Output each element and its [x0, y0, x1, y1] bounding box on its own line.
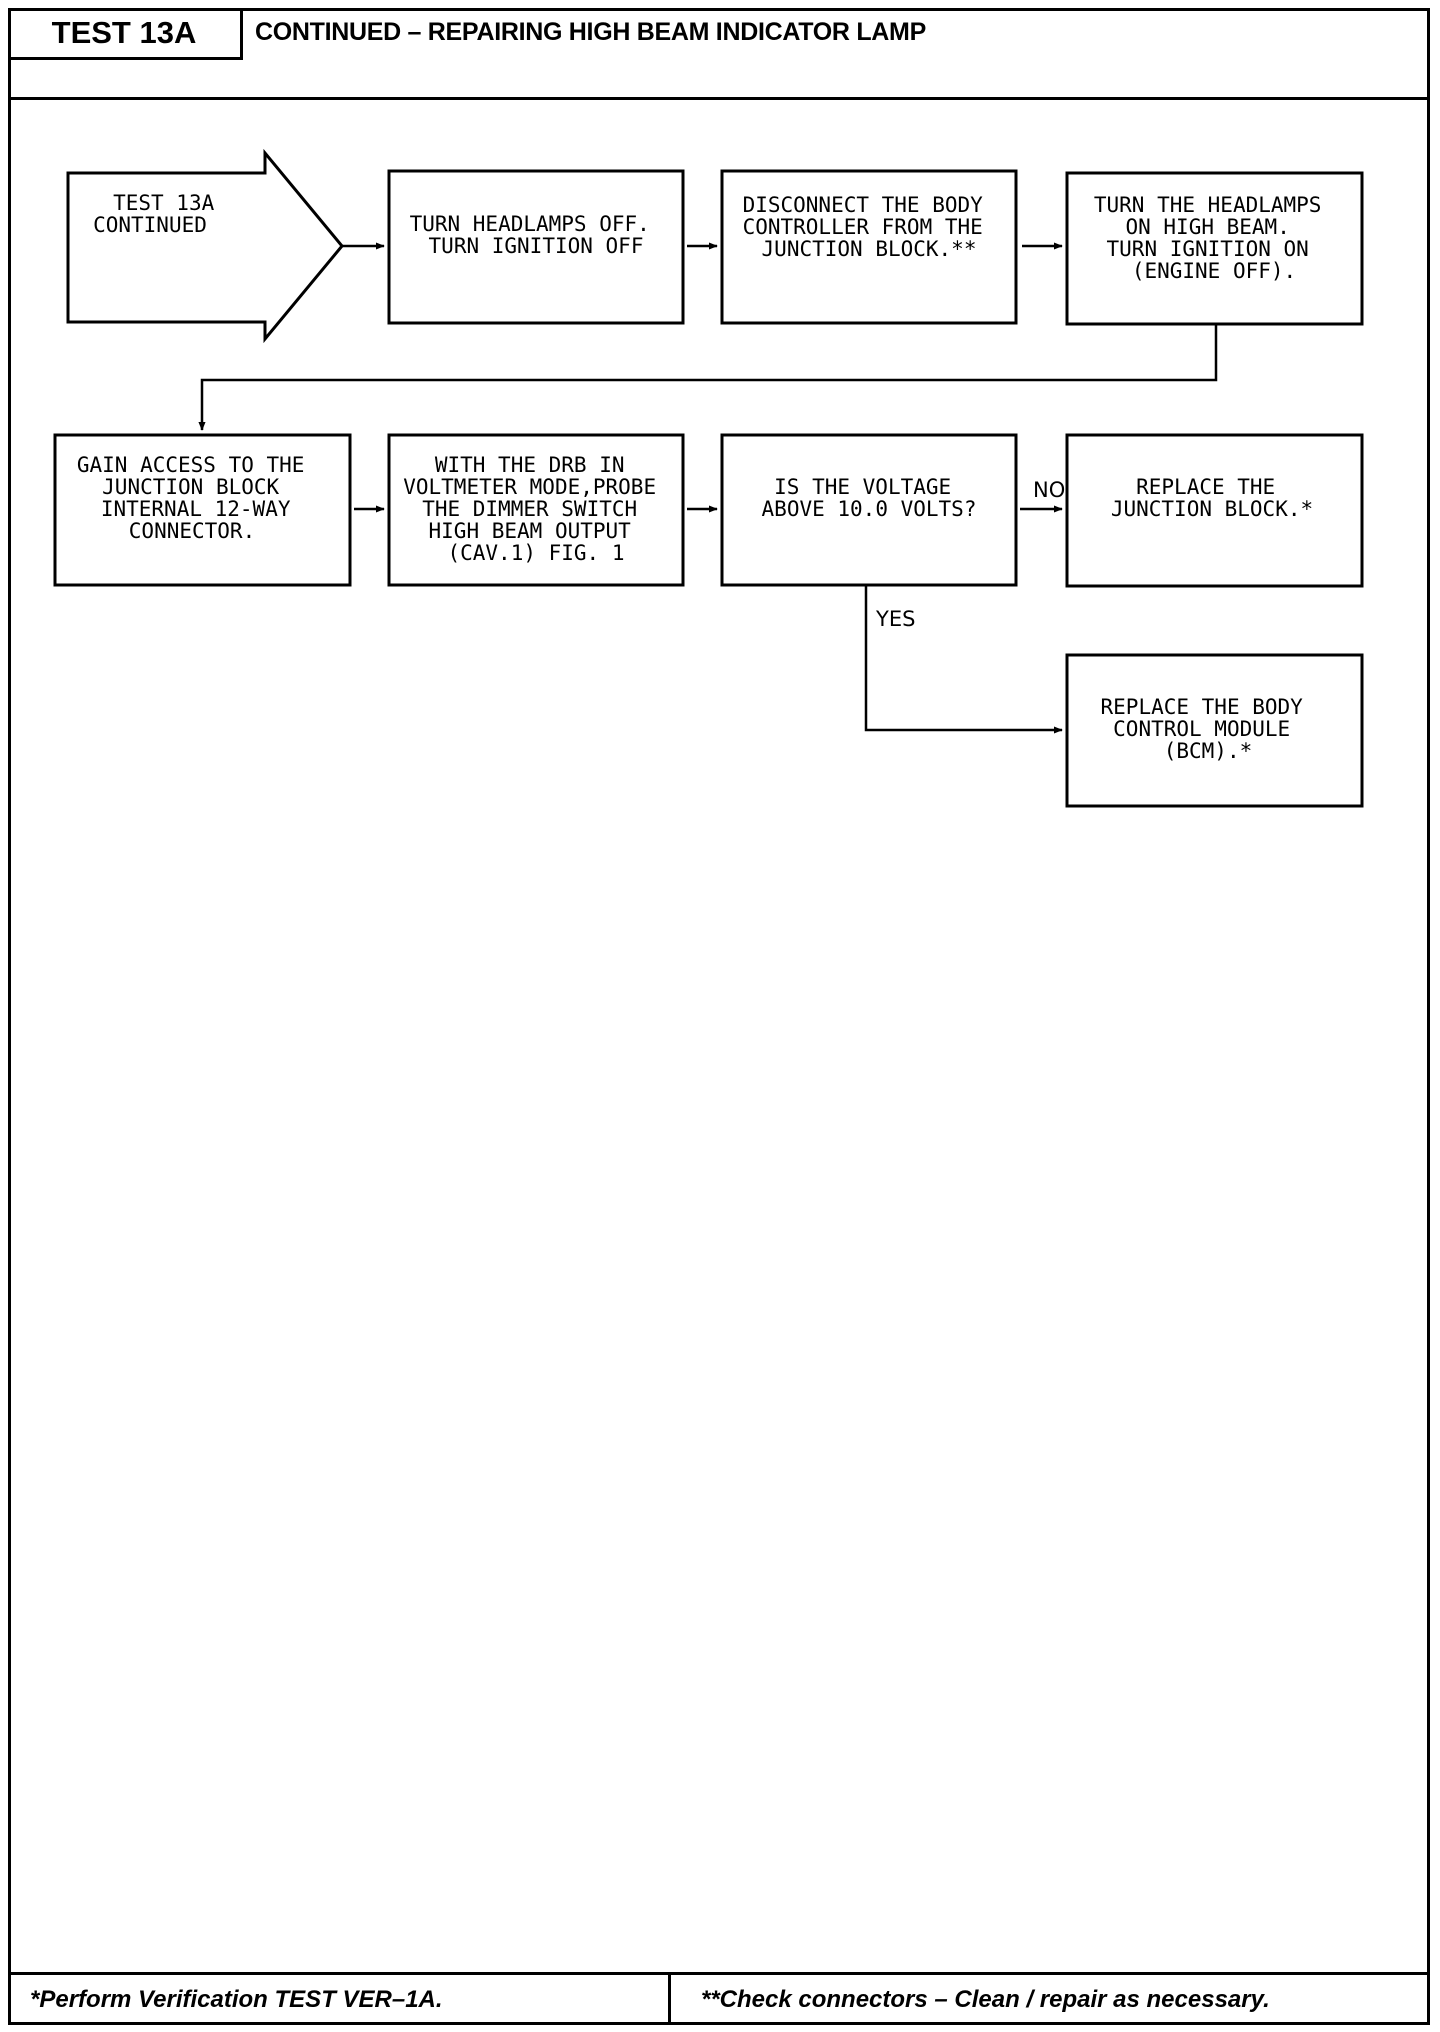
- n3-line-2: ON HIGH BEAM.: [1125, 215, 1289, 239]
- n4-line-1: GAIN ACCESS TO THE: [77, 453, 305, 477]
- n3-line-4: (ENGINE OFF).: [1132, 259, 1296, 283]
- svg-text:REPLACE THE JUNCTION BLO: REPLACE THE JUNCTION BLOCK.*: [1111, 475, 1313, 521]
- n6-line-1: IS THE VOLTAGE: [774, 475, 951, 499]
- page-title: CONTINUED – REPAIRING HIGH BEAM INDICATO…: [255, 18, 926, 46]
- n5-line-3: THE DIMMER SWITCH: [422, 497, 637, 521]
- n5-line-5: (CAV.1) FIG. 1: [447, 541, 624, 565]
- no-label: NO: [1033, 478, 1065, 502]
- n8-line-3: (BCM).*: [1164, 739, 1253, 763]
- header: TEST 13A CONTINUED – REPAIRING HIGH BEAM…: [8, 8, 1430, 100]
- n6-line-2: ABOVE 10.0 VOLTS?: [762, 497, 977, 521]
- footer-note-verification: *Perform Verification TEST VER–1A.: [8, 1975, 671, 2025]
- n5-line-4: HIGH BEAM OUTPUT: [429, 519, 632, 543]
- svg-text:WITH THE DRB IN VOLTMETE: WITH THE DRB IN VOLTMETER MODE,PROBE THE…: [403, 453, 669, 565]
- n5-line-2: VOLTMETER MODE,PROBE: [403, 475, 656, 499]
- footer-note-connectors: **Check connectors – Clean / repair as n…: [701, 1986, 1270, 2013]
- n2-line-2: CONTROLLER FROM THE: [743, 215, 983, 239]
- n4-line-3: INTERNAL 12-WAY: [101, 497, 291, 521]
- node-disconnect-body-controller: DISCONNECT THE BODY CONTROLLER FROM THE …: [720, 169, 1018, 325]
- node-turn-headlamps-off: TURN HEADLAMPS OFF. TURN IGNITION OFF: [387, 169, 685, 325]
- page-frame: [8, 8, 1430, 2025]
- svg-text:GAIN ACCESS TO THE JUNCT: GAIN ACCESS TO THE JUNCTION BLOCK INTERN…: [77, 453, 317, 543]
- start-line-2: CONTINUED: [93, 213, 207, 237]
- n5-line-1: WITH THE DRB IN: [435, 453, 625, 477]
- n2-line-1: DISCONNECT THE BODY: [743, 193, 984, 217]
- yes-label: YES: [875, 607, 915, 631]
- svg-text:DISCONNECT THE BODY CONT: DISCONNECT THE BODY CONTROLLER FROM THE …: [743, 193, 996, 261]
- n7-line-2: JUNCTION BLOCK.*: [1111, 497, 1313, 521]
- n2-line-3: JUNCTION BLOCK.**: [762, 237, 977, 261]
- node-replace-bcm: REPLACE THE BODY CONTROL MODULE (BCM).*: [1065, 653, 1364, 808]
- svg-text:TURN THE HEADLAMPS ON HI: TURN THE HEADLAMPS ON HIGH BEAM. TURN IG…: [1094, 193, 1334, 283]
- footer: *Perform Verification TEST VER–1A. **Che…: [8, 1972, 1430, 2025]
- n1-line-1: TURN HEADLAMPS OFF.: [410, 212, 650, 236]
- n8-line-1: REPLACE THE BODY: [1101, 695, 1304, 719]
- edge-n6-to-n8: [864, 586, 1063, 734]
- node-turn-headlamps-on: TURN THE HEADLAMPS ON HIGH BEAM. TURN IG…: [1065, 171, 1364, 326]
- n8-line-2: CONTROL MODULE: [1113, 717, 1290, 741]
- start-line-1: TEST 13A: [113, 191, 215, 215]
- node-gain-access: GAIN ACCESS TO THE JUNCTION BLOCK INTERN…: [53, 433, 352, 587]
- node-replace-junction-block: REPLACE THE JUNCTION BLOCK.*: [1065, 433, 1364, 588]
- start-arrow-node: TEST 13A CONTINUED: [66, 148, 344, 344]
- svg-text:IS THE VOLTAGE ABOVE 10.: IS THE VOLTAGE ABOVE 10.0 VOLTS?: [762, 475, 977, 521]
- n4-line-4: CONNECTOR.: [129, 519, 255, 543]
- edge-n3-to-n4: [198, 324, 1218, 431]
- n3-line-1: TURN THE HEADLAMPS: [1094, 193, 1322, 217]
- n3-line-3: TURN IGNITION ON: [1107, 237, 1309, 261]
- start-text: TEST 13A CONTINUED: [93, 191, 227, 237]
- n1-line-2: TURN IGNITION OFF: [429, 234, 644, 258]
- svg-text:REPLACE THE BODY CONTROL: REPLACE THE BODY CONTROL MODULE (BCM).*: [1101, 695, 1316, 763]
- svg-text:TURN HEADLAMPS OFF. TURN: TURN HEADLAMPS OFF. TURN IGNITION OFF: [410, 212, 663, 258]
- n7-line-1: REPLACE THE: [1136, 475, 1275, 499]
- node-drb-voltmeter: WITH THE DRB IN VOLTMETER MODE,PROBE THE…: [387, 433, 685, 587]
- n4-line-2: JUNCTION BLOCK: [102, 475, 279, 499]
- node-voltage-decision: IS THE VOLTAGE ABOVE 10.0 VOLTS?: [720, 433, 1018, 587]
- test-id: TEST 13A: [8, 8, 243, 60]
